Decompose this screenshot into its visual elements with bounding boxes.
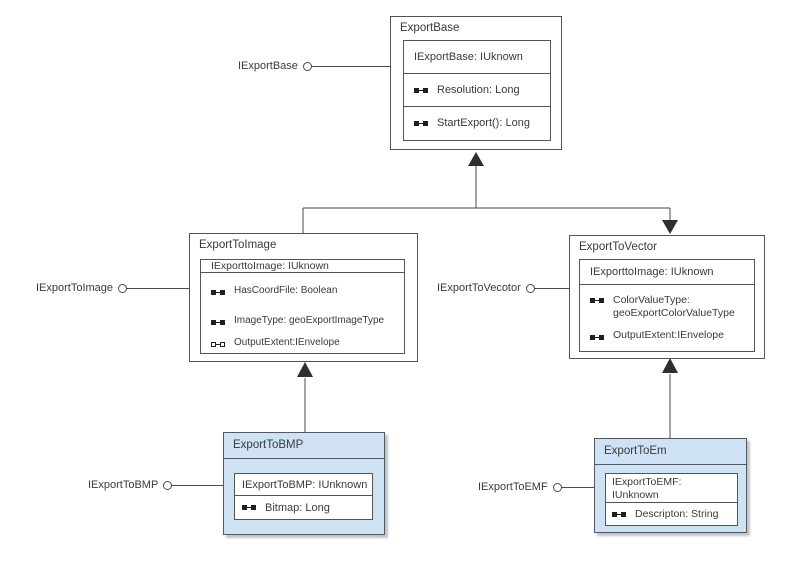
interface-header: IExportToEMF: IUnknown — [612, 476, 682, 501]
member-label: Resolution: Long — [437, 84, 520, 96]
member-row: StartExport(): Long — [404, 107, 550, 140]
member-label: ColorValueType: geoExportColorValueType — [613, 294, 735, 319]
property-open-icon — [211, 341, 225, 347]
class-title: ExportBase — [400, 22, 460, 34]
interface-header-row: IExportToEMF: IUnknown — [606, 474, 737, 503]
class-export-to-image: ExportToImage IExporttoImage: IUknown Ha… — [189, 233, 418, 362]
interface-circle-icon — [163, 480, 173, 490]
interface-lollipop-iexporttoimage: IExportToImage — [36, 281, 189, 295]
inheritance-arrowhead — [662, 220, 678, 234]
interface-line — [534, 287, 569, 289]
member-row: OutputExtent:IEnvelope — [211, 331, 404, 353]
class-title: ExportToBMP — [224, 433, 384, 459]
member-label: OutputExtent:IEnvelope — [234, 336, 340, 348]
interface-header: IExportToBMP: IUnknown — [242, 478, 368, 491]
property-section: HasCoordFile: Boolean ImageType: geoExpo… — [201, 273, 404, 353]
interface-lollipop-iexportbase: IExportBase — [238, 59, 390, 73]
class-title: ExportToImage — [199, 239, 277, 251]
property-section: ColorValueType: geoExportColorValueType … — [580, 285, 754, 351]
interface-header-row: IExporttoImage: IUknown — [580, 260, 754, 285]
member-row: OutputExtent:IEnvelope — [590, 327, 754, 343]
member-label: Descripton: String — [635, 508, 719, 520]
interface-label: IExportToEMF — [478, 481, 548, 493]
interface-header-row: IExportToBMP: IUnknown — [235, 474, 372, 497]
interface-line — [561, 486, 594, 488]
inheritance-arrowhead — [662, 358, 678, 373]
property-icon — [590, 334, 604, 340]
member-row: Resolution: Long — [404, 74, 550, 107]
member-label: HasCoordFile: Boolean — [234, 284, 338, 296]
interface-line — [127, 287, 189, 289]
interface-circle-icon — [118, 283, 128, 293]
interface-header: IExporttoImage: IUknown — [590, 266, 714, 278]
class-export-to-vector: ExportToVector IExporttoImage: IUknown C… — [569, 235, 765, 359]
interface-label: IExportToVecotor — [437, 282, 521, 294]
interface-header: IExporttoImage: IUknown — [211, 260, 329, 272]
interface-lollipop-iexporttobmp: IExportToBMP — [88, 478, 223, 492]
property-icon — [211, 289, 225, 295]
member-label: ImageType: geoExportImageType — [234, 314, 385, 326]
class-title: ExportToEm — [595, 439, 746, 465]
interface-line — [311, 65, 390, 67]
member-row: HasCoordFile: Boolean — [211, 279, 404, 301]
interface-label: IExportToImage — [36, 282, 114, 294]
interface-circle-icon — [552, 482, 562, 492]
interface-line — [172, 484, 223, 486]
property-icon — [590, 298, 604, 303]
property-icon — [414, 87, 428, 93]
property-icon — [414, 120, 428, 126]
member-label: StartExport(): Long — [437, 117, 530, 130]
inheritance-arrowhead — [297, 362, 313, 377]
class-export-to-bmp: ExportToBMP IExportToBMP: IUnknown Bitma… — [223, 432, 385, 535]
member-row: Bitmap: Long — [235, 496, 372, 519]
member-row: Descripton: String — [606, 503, 737, 525]
property-icon — [211, 319, 225, 325]
interface-header-row: IExporttoImage: IUknown — [201, 260, 404, 273]
interface-label: IExportBase — [238, 60, 298, 72]
member-row: ColorValueType: geoExportColorValueType — [590, 294, 754, 320]
interface-circle-icon — [302, 61, 312, 71]
class-export-to-emf: ExportToEm IExportToEMF: IUnknown Descri… — [594, 438, 747, 533]
property-icon — [612, 511, 626, 517]
interface-header-row: IExportBase: IUknown — [404, 41, 550, 75]
property-icon — [242, 505, 256, 511]
member-label: OutputExtent:IEnvelope — [613, 328, 724, 341]
interface-header: IExportBase: IUknown — [414, 51, 523, 64]
member-row: ImageType: geoExportImageType — [211, 309, 404, 331]
interface-lollipop-iexporttoemf: IExportToEMF — [478, 480, 594, 494]
class-title: ExportToVector — [579, 241, 657, 253]
interface-circle-icon — [525, 283, 535, 293]
member-label: Bitmap: Long — [265, 501, 330, 514]
interface-lollipop-iexporttovecotor: IExportToVecotor — [437, 281, 569, 295]
interface-label: IExportToBMP — [88, 479, 159, 491]
inheritance-arrowhead — [468, 152, 484, 166]
class-export-base: ExportBase IExportBase: IUknown Resoluti… — [390, 16, 562, 150]
